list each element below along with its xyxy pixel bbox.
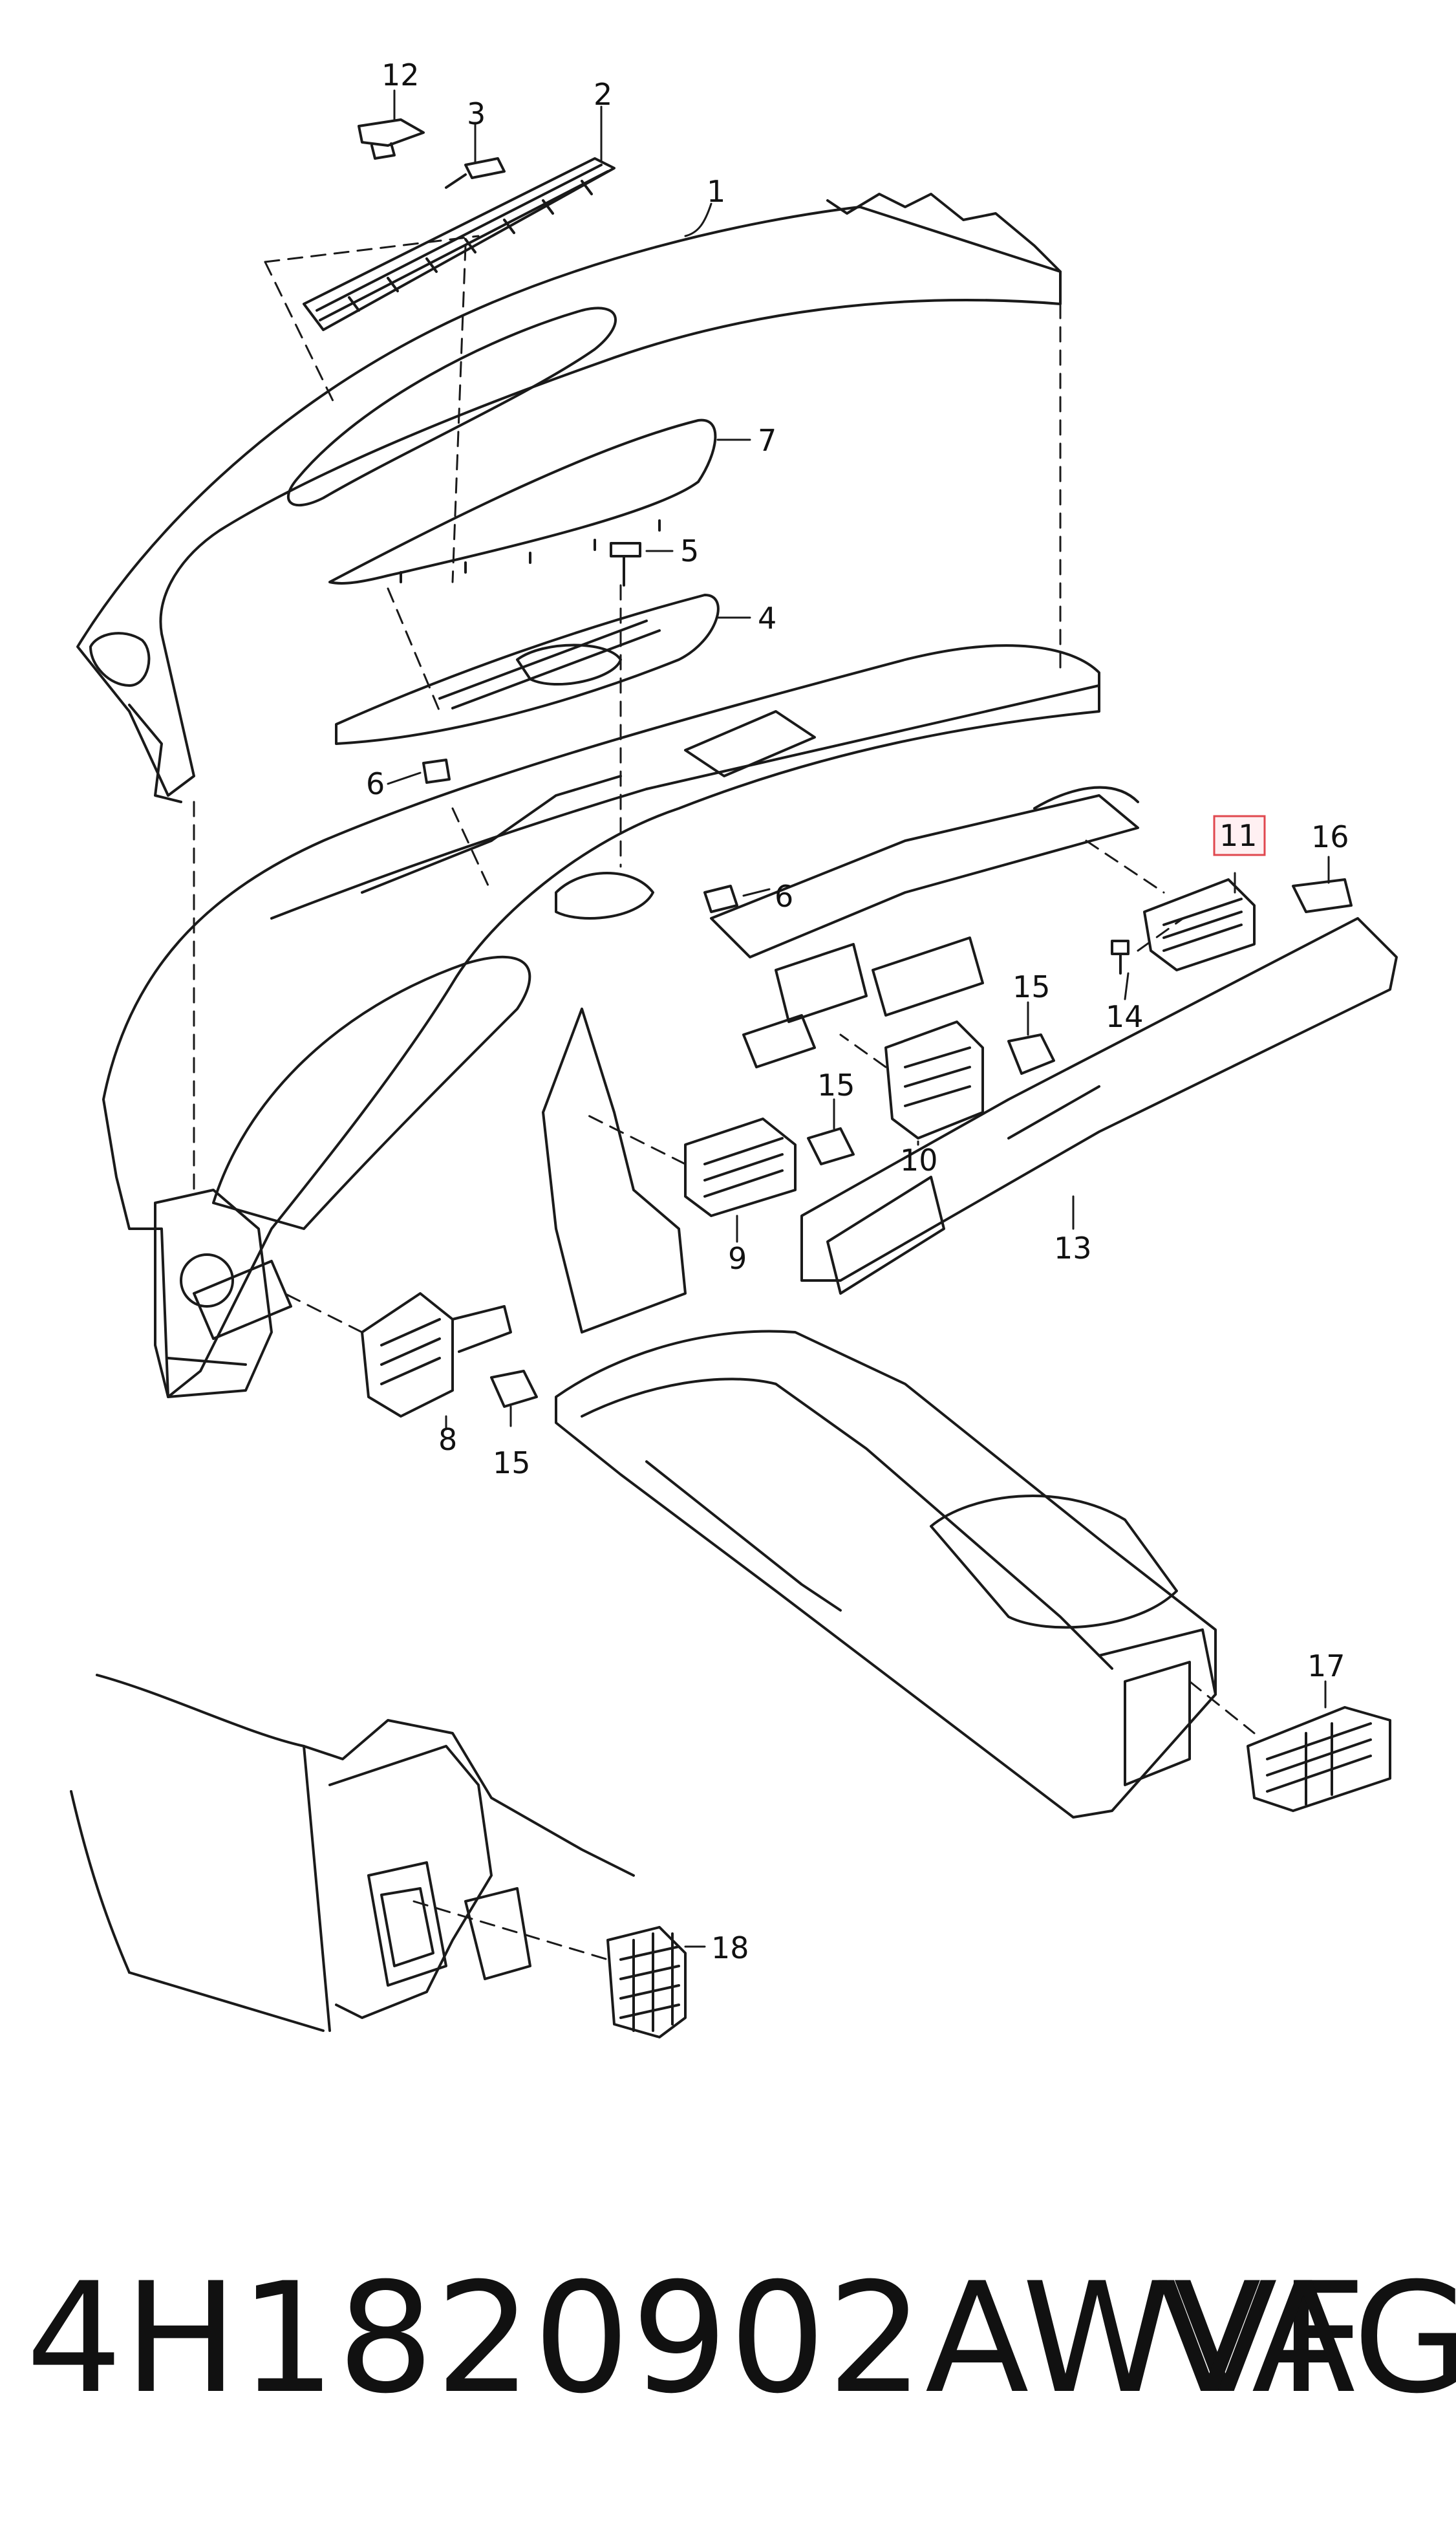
callout-6-b: 6 [775,879,793,914]
callout-1: 1 [707,174,725,209]
callout-12: 12 [381,58,420,92]
callout-2: 2 [594,77,612,112]
air-vent-8 [361,1292,512,1418]
callout-11-highlight-box [1213,815,1266,856]
brand-label: VAG [1157,2251,1456,2427]
clip-16 [1292,878,1353,913]
dashboard-carrier [102,644,1139,1398]
dashed-alignment-lines [193,235,1256,1961]
trim-panel-7 [328,418,717,585]
callout-11: 11 [1219,818,1258,853]
left-side-bracket [154,1189,273,1398]
clip-6-a [422,759,451,784]
dashboard-top-cover [76,193,1062,803]
callout-7: 7 [758,423,776,458]
callout-labels: 12 3 2 1 7 5 4 6 6 11 16 14 15 15 10 9 1… [366,58,1349,1965]
callout-15-b: 15 [817,1068,855,1103]
callout-3: 3 [467,96,486,131]
callout-15-c: 15 [493,1445,531,1480]
callout-5: 5 [680,534,699,568]
screw-3 [445,157,506,189]
air-vent-11 [1143,878,1256,971]
callout-15-a: 15 [1012,969,1051,1004]
sensor-cap [358,118,425,160]
callout-8: 8 [438,1422,457,1457]
callout-10: 10 [900,1143,938,1178]
callout-17: 17 [1307,1648,1345,1683]
speaker-grille-panel [335,594,720,745]
lower-trim-strip [800,917,1398,1295]
rear-vent-17 [1247,1706,1391,1812]
screw-14 [1111,940,1129,975]
callout-6-a: 6 [366,766,385,801]
air-vent-9 [684,1118,797,1217]
screw-5 [610,542,641,587]
callout-14: 14 [1106,999,1144,1034]
callout-13: 13 [1054,1231,1092,1266]
clip-6-b [703,885,738,913]
callout-16: 16 [1311,819,1349,854]
grille-18 [606,1926,687,2038]
clip-15-c [490,1370,538,1408]
callout-4: 4 [758,601,776,636]
callout-18: 18 [711,1930,749,1965]
clip-15-b [807,1127,855,1165]
leader-lines [387,89,1330,1948]
rear-pillar-inset [70,1674,635,2032]
center-console [555,1330,1217,1819]
callout-9: 9 [728,1241,747,1276]
defrost-vent-grille [303,157,616,331]
clip-15-a [1007,1033,1055,1075]
part-number: 4H1820902AWVF [26,2251,1368,2427]
air-vent-10 [884,1021,984,1140]
